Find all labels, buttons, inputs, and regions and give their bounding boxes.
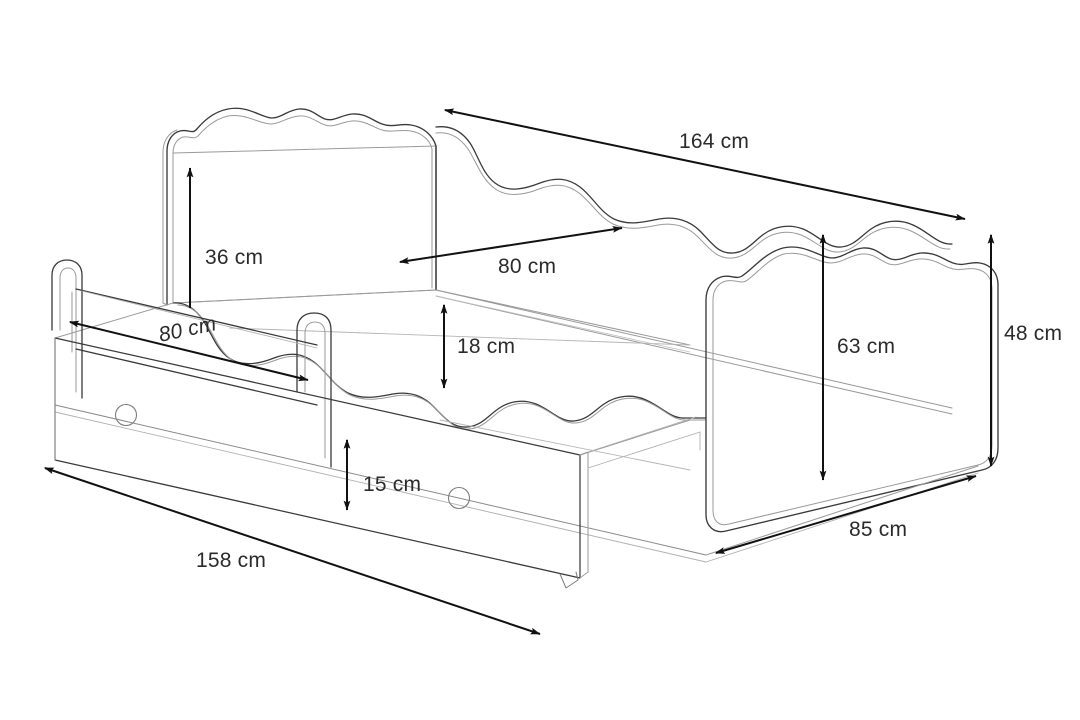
dimension-label-15: 15 cm [363, 473, 422, 496]
dimension-arrow-80-mattress [398, 226, 623, 265]
dimension-arrows [43, 108, 995, 635]
bed-geometry [51, 107, 999, 589]
footboard-panel [705, 246, 999, 533]
inner-panel-details [54, 295, 691, 461]
dimension-arrow-164 [443, 108, 966, 221]
dimension-label-164: 164 cm [679, 130, 750, 153]
dimension-label-48: 48 cm [1004, 322, 1063, 345]
dimension-label-158: 158 cm [196, 549, 267, 572]
headboard-inner-face [172, 145, 437, 304]
dimension-arrow-80-rail [68, 320, 309, 382]
dimension-arrow-85 [714, 475, 977, 554]
dimension-label-80-mattress: 80 cm [498, 255, 557, 278]
storage-drawer [54, 337, 701, 589]
dimension-label-85: 85 cm [849, 518, 908, 541]
dimension-label-63: 63 cm [837, 335, 896, 358]
dimension-arrow-158 [43, 467, 541, 635]
headboard-panel [162, 107, 437, 306]
dimension-label-36: 36 cm [205, 246, 264, 269]
dimension-label-18: 18 cm [457, 335, 516, 358]
